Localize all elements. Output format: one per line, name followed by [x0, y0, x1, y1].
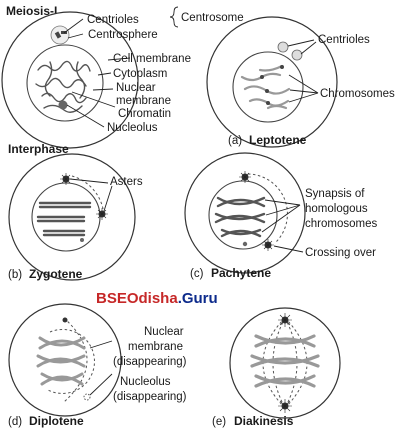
- pachytene-aster-top: [239, 171, 251, 183]
- label-membrane: membrane: [116, 95, 171, 107]
- diplotene-panel: Nuclear membrane (disappearing) Nucleolu…: [8, 303, 187, 428]
- interphase-cell-membrane: [1, 11, 139, 149]
- caption-letter-d: (d): [8, 416, 22, 428]
- leptotene-centriole-2: [291, 49, 303, 61]
- zygotene-aster-bottom: [96, 208, 108, 220]
- caption-zygotene: Zygotene: [29, 267, 83, 281]
- zygotene-spindle: [71, 175, 105, 217]
- interphase-panel: Meiosis-I Centrioles Centrosphere Centro…: [1, 4, 244, 156]
- label-nuclear: Nuclear: [116, 82, 156, 94]
- caption-diakinesis: Diakinesis: [234, 414, 294, 428]
- interphase-nucleolus: [58, 100, 68, 110]
- zygotene-chromosomes: [36, 201, 92, 237]
- label-cytoplasm: Cytoplasm: [113, 68, 167, 80]
- caption-leptotene: Leptotene: [249, 133, 307, 147]
- label-centrioles: Centrioles: [87, 14, 139, 26]
- zygotene-nucleolus: [80, 238, 84, 242]
- pachytene-aster-bottom: [262, 239, 274, 251]
- caption-letter-a: (a): [228, 135, 242, 147]
- label-synapsis-1: Synapsis of: [305, 188, 365, 200]
- zygotene-aster-top: [60, 173, 72, 185]
- label-cell-membrane: Cell membrane: [113, 53, 191, 65]
- diakinesis-aster-bottom: [278, 399, 292, 413]
- diakinesis-aster-top: [278, 313, 292, 327]
- diplotene-aster: [62, 317, 68, 323]
- diplotene-chromosomes: [36, 336, 86, 386]
- diakinesis-bivalents: [250, 334, 320, 388]
- caption-letter-b: (b): [8, 269, 22, 281]
- label-crossing-over: Crossing over: [305, 247, 376, 259]
- label-centrosphere: Centrosphere: [88, 29, 158, 41]
- leptotene-panel: Centrioles Chromosomes (a) Leptotene: [206, 16, 395, 148]
- caption-pachytene: Pachytene: [211, 266, 271, 280]
- leptotene-cell: [206, 16, 338, 148]
- label-nuclear-dip: Nuclear: [144, 326, 184, 338]
- interphase-nuclear-membrane: [26, 44, 104, 122]
- figure-title: Meiosis-I: [6, 4, 57, 18]
- label-centrosome: Centrosome: [181, 12, 244, 24]
- diakinesis-panel: (e) Diakinesis: [212, 307, 341, 428]
- watermark-logo: BSEOdisha.Guru: [96, 290, 218, 307]
- label-centrioles-lepto: Centrioles: [318, 34, 370, 46]
- label-chromatin: Chromatin: [118, 108, 171, 120]
- label-asters: Asters: [110, 176, 143, 188]
- label-nucleolus: Nucleolus: [107, 122, 158, 134]
- label-nucleolus-dip: Nucleolus: [120, 376, 171, 388]
- pachytene-panel: Synapsis of homologous chromosomes Cross…: [184, 152, 377, 280]
- diplotene-spindle: [63, 317, 88, 403]
- interphase-centriole: [54, 31, 62, 39]
- pachytene-cell: [184, 152, 306, 274]
- leptotene-nucleus: [232, 51, 304, 123]
- label-disappearing-1: (disappearing): [113, 356, 187, 368]
- pachytene-nucleolus: [242, 241, 248, 247]
- leptotene-chromosomes: [240, 64, 291, 110]
- caption-letter-e: (e): [212, 416, 226, 428]
- pachytene-bivalents: [214, 196, 266, 238]
- pachytene-nucleus: [208, 180, 278, 250]
- caption-diplotene: Diplotene: [29, 414, 84, 428]
- caption-interphase: Interphase: [8, 142, 69, 156]
- label-synapsis-3: chromosomes: [305, 218, 377, 230]
- leptotene-centriole-1: [277, 41, 289, 53]
- label-disappearing-2: (disappearing): [113, 391, 187, 403]
- diplotene-nucleolus: [83, 393, 91, 401]
- label-chromosomes: Chromosomes: [320, 88, 395, 100]
- label-membrane-dip: membrane: [128, 341, 183, 353]
- caption-letter-c: (c): [190, 268, 204, 280]
- label-synapsis-2: homologous: [305, 203, 368, 215]
- pachytene-spindle: [247, 173, 288, 243]
- zygotene-panel: Asters (b) Zygotene: [8, 153, 143, 281]
